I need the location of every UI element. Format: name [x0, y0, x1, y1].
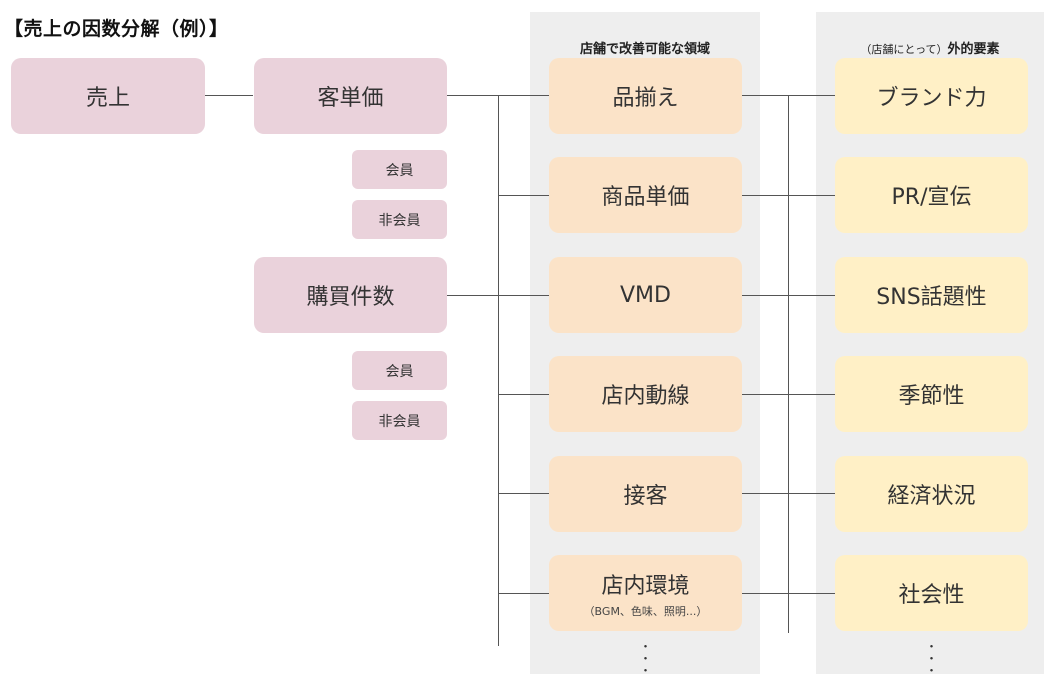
- external-item-label: 季節性: [898, 384, 965, 409]
- external-item-label: PR/宣伝: [891, 185, 972, 210]
- connector-purchases-trunk: [447, 295, 499, 296]
- avg-price-members-box: 会員: [352, 150, 447, 189]
- external-item-box: 社会性: [835, 555, 1028, 631]
- store-item-box: 店内環境 （BGM、色味、照明...）: [549, 555, 742, 631]
- ext-line-1: [742, 95, 835, 96]
- branch-line-4: [498, 394, 550, 395]
- external-panel-heading-main: 外的要素: [947, 42, 1000, 57]
- right-trunk-line: [788, 95, 789, 633]
- store-item-label: 商品単価: [601, 185, 690, 210]
- external-panel-heading: （店舗にとって）外的要素: [816, 38, 1044, 57]
- store-item-box: 商品単価: [549, 157, 742, 233]
- branch-line-1: [498, 95, 550, 96]
- ext-line-2: [742, 195, 835, 196]
- purchases-box: 購買件数: [254, 257, 447, 333]
- ext-line-4: [742, 394, 835, 395]
- ext-line-6: [742, 593, 835, 594]
- store-item-label: 品揃え: [612, 86, 679, 111]
- store-item-label: 店内動線: [601, 384, 690, 409]
- external-item-label: ブランド力: [876, 86, 987, 111]
- purchases-non-members-box: 非会員: [352, 401, 447, 440]
- ext-line-5: [742, 493, 835, 494]
- branch-line-5: [498, 493, 550, 494]
- ext-line-3: [742, 295, 835, 296]
- sales-box: 売上: [11, 58, 205, 134]
- external-item-label: SNS話題性: [876, 285, 987, 310]
- left-trunk-line: [498, 95, 499, 646]
- avg-price-label: 客単価: [317, 86, 384, 111]
- avg-price-non-members-box: 非会員: [352, 200, 447, 239]
- store-item-label: VMD: [620, 282, 671, 308]
- avg-price-non-members-label: 非会員: [378, 212, 421, 229]
- avg-price-members-label: 会員: [385, 162, 414, 179]
- store-item-box: 接客: [549, 456, 742, 532]
- store-item-box: 店内動線: [549, 356, 742, 432]
- purchases-label: 購買件数: [306, 285, 395, 310]
- purchases-non-members-label: 非会員: [378, 413, 421, 430]
- store-more-ellipsis: ・・・: [638, 640, 652, 676]
- store-item-box: 品揃え: [549, 58, 742, 134]
- external-item-box: PR/宣伝: [835, 157, 1028, 233]
- purchases-members-box: 会員: [352, 351, 447, 390]
- avg-price-box: 客単価: [254, 58, 447, 134]
- diagram-title: 【売上の因数分解（例）】: [4, 18, 229, 40]
- store-item-label: 接客: [623, 484, 668, 509]
- branch-line-2: [498, 195, 550, 196]
- connector-sales-avgprice: [205, 95, 253, 96]
- store-item-label: 店内環境: [601, 573, 690, 599]
- purchases-members-label: 会員: [385, 363, 414, 380]
- external-item-box: ブランド力: [835, 58, 1028, 134]
- external-more-ellipsis: ・・・: [924, 640, 938, 676]
- store-item-box: VMD: [549, 257, 742, 333]
- branch-line-3: [498, 295, 550, 296]
- external-item-label: 社会性: [898, 583, 965, 608]
- branch-line-6: [498, 593, 550, 594]
- external-item-box: SNS話題性: [835, 257, 1028, 333]
- external-item-box: 季節性: [835, 356, 1028, 432]
- connector-avgprice-trunk: [447, 95, 499, 96]
- external-item-label: 経済状況: [887, 484, 976, 509]
- store-item-sublabel: （BGM、色味、照明...）: [583, 604, 708, 618]
- external-item-box: 経済状況: [835, 456, 1028, 532]
- external-panel-heading-prefix: （店舗にとって）: [860, 43, 948, 56]
- sales-label: 売上: [85, 86, 130, 111]
- store-panel-heading: 店舗で改善可能な領域: [579, 42, 710, 57]
